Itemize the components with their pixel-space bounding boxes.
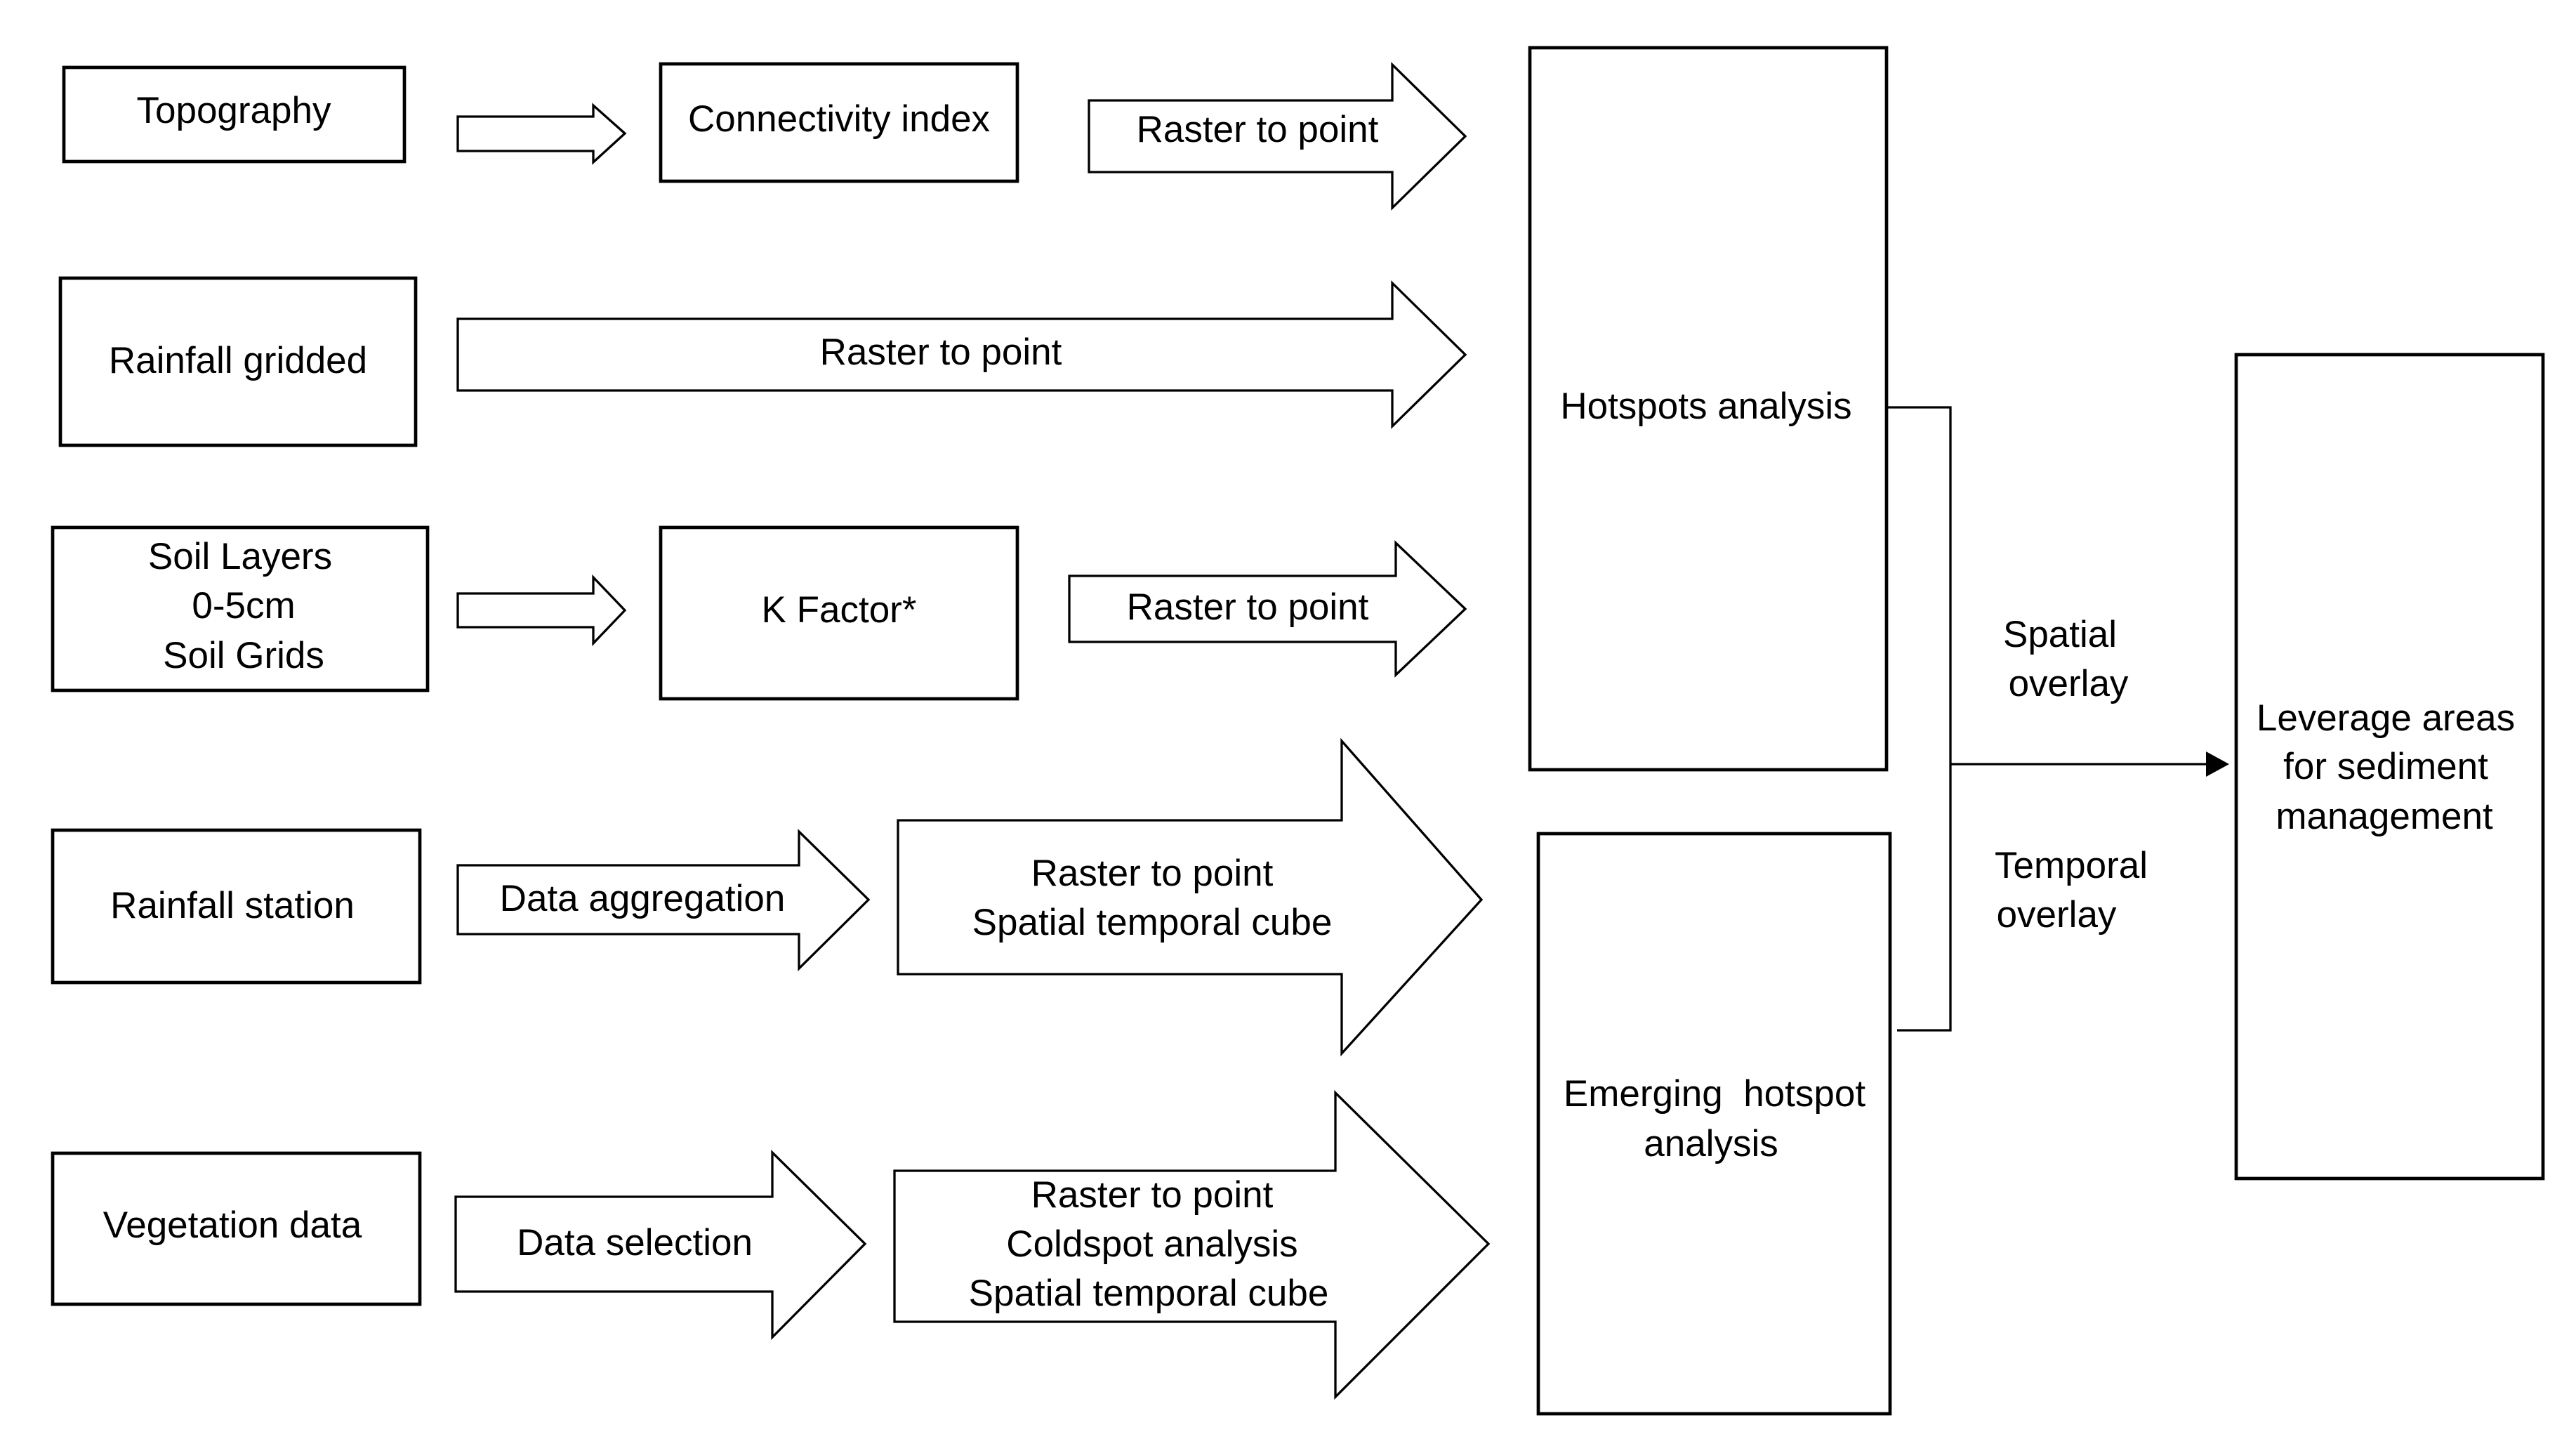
k-factor-label: K Factor* — [762, 589, 917, 631]
vegetation-data-box — [51, 1151, 422, 1306]
emerging-hotspot-label-line2: analysis — [1644, 1123, 1778, 1164]
cube-vegetation-label-line2: Coldspot analysis — [1006, 1223, 1297, 1265]
topography-to-connectivity-arrow — [456, 103, 627, 165]
emerging-hotspot-analysis-box — [1536, 832, 1892, 1416]
leverage-label-line1: Leverage areas — [2257, 697, 2515, 739]
emerging-hotspot-label-line1: Emerging hotspot — [1564, 1073, 1865, 1115]
cube-rainfall-label-line1: Raster to point — [1031, 853, 1274, 894]
connectivity-index-label: Connectivity index — [688, 98, 990, 140]
soil-layers-box — [51, 525, 430, 692]
spatial-temporal-cube-arrow-rainfall — [897, 737, 1484, 1057]
raster-to-point-label-3: Raster to point — [1127, 586, 1369, 628]
overlay-output-arrowhead — [2206, 751, 2229, 777]
data-selection-arrow — [454, 1150, 867, 1341]
data-aggregation-arrow — [456, 829, 871, 971]
rainfall-gridded-label: Rainfall gridded — [109, 340, 367, 381]
spatial-temporal-cube-arrow-vegetation — [893, 1090, 1491, 1400]
raster-to-point-arrow-2 — [456, 280, 1467, 429]
rainfall-gridded-box — [58, 276, 418, 447]
soil-to-kfactor-arrow — [456, 574, 627, 647]
data-selection-label: Data selection — [517, 1222, 753, 1263]
raster-to-point-arrow-3 — [1068, 540, 1467, 678]
raster-to-point-arrow-1 — [1088, 62, 1467, 211]
rainfall-station-box — [51, 828, 422, 985]
spatial-overlay-label-line1: Spatial — [2003, 614, 2117, 655]
soil-layers-label-line2: 0-5cm — [192, 585, 295, 626]
data-aggregation-label: Data aggregation — [500, 878, 786, 919]
spatial-overlay-label-line2: overlay — [2009, 663, 2129, 704]
leverage-areas-box — [2234, 353, 2545, 1181]
temporal-overlay-label-line1: Temporal — [1995, 845, 2148, 886]
overlay-bracket-connector — [1887, 406, 1952, 1032]
rainfall-station-label: Rainfall station — [110, 885, 355, 926]
vegetation-data-label: Vegetation data — [103, 1204, 362, 1246]
connectivity-index-box — [659, 62, 1019, 183]
temporal-overlay-label-line2: overlay — [1997, 894, 2117, 935]
cube-vegetation-label-line1: Raster to point — [1031, 1174, 1274, 1216]
raster-to-point-label-2: Raster to point — [820, 331, 1062, 373]
leverage-label-line2: for sediment — [2283, 746, 2488, 787]
cube-vegetation-label-line3: Spatial temporal cube — [969, 1273, 1329, 1314]
topography-box — [62, 65, 407, 164]
topography-label: Topography — [137, 90, 331, 131]
hotspots-analysis-box — [1528, 46, 1889, 772]
raster-to-point-label-1: Raster to point — [1137, 109, 1379, 150]
soil-layers-label-line3: Soil Grids — [163, 635, 324, 676]
hotspots-analysis-label: Hotspots analysis — [1560, 386, 1851, 427]
soil-layers-label-line1: Soil Layers — [148, 536, 332, 577]
cube-rainfall-label-line2: Spatial temporal cube — [972, 902, 1333, 943]
leverage-label-line3: management — [2276, 796, 2493, 837]
k-factor-box — [659, 525, 1019, 701]
